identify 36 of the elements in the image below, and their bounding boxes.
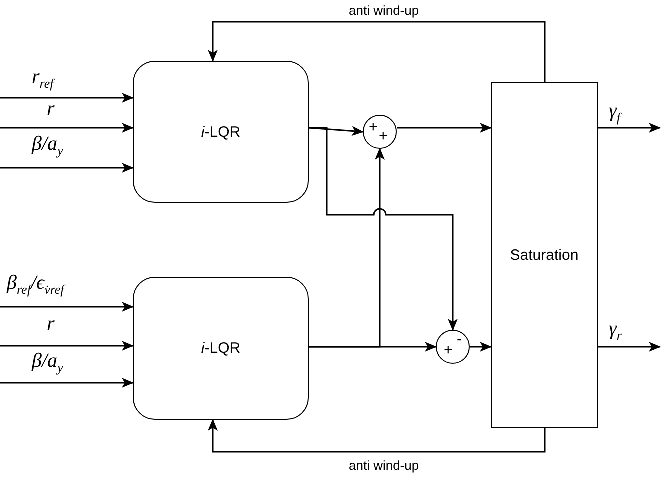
arrow (208, 419, 546, 453)
arrow (470, 342, 492, 352)
controller-box (133, 61, 309, 203)
arrow (309, 127, 458, 331)
signal-label: β/a$_{y}$ (30, 350, 64, 376)
arrow (0, 302, 134, 312)
controller-box (133, 277, 309, 420)
arrow (0, 378, 134, 388)
block-label: Saturation (510, 246, 579, 264)
summing-junction (363, 115, 397, 149)
arrow (208, 21, 546, 82)
signal-label: β/a$_{y}$ (30, 133, 64, 158)
sign-label: - (457, 332, 462, 347)
arrow (397, 123, 492, 133)
signal-label: γ$_{f}$ (608, 100, 623, 126)
arrow (0, 163, 134, 173)
arrow (598, 123, 661, 133)
sign-label: + (379, 129, 388, 144)
edge-label: anti wind-up (347, 4, 422, 18)
arrow (598, 342, 661, 352)
sign-label: + (444, 343, 453, 358)
arrow (0, 93, 134, 103)
signal-label: γ$_{r}$ (608, 318, 623, 344)
signal-label: r$_{ref}$ (31, 66, 56, 92)
sign-label: + (369, 120, 378, 135)
signal-label: r (46, 313, 56, 335)
block-label: i-LQR (201, 124, 241, 140)
edge-label: anti wind-up (347, 459, 422, 474)
signal-label: r (46, 98, 56, 120)
signal-label: β$_{ref}$/ϵ$_{v̇ref}$ (6, 272, 66, 298)
summing-junction (436, 330, 470, 364)
block-label: i-LQR (201, 340, 241, 357)
saturation-block (491, 82, 598, 428)
arrow (0, 123, 134, 133)
arrow (0, 341, 134, 351)
arrow (309, 148, 385, 348)
